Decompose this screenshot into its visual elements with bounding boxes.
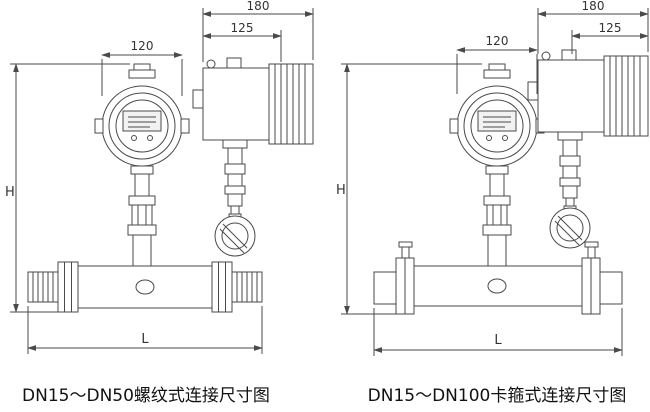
right-drawing: 120 180 125 H L DN15～DN100卡箍式连接尺寸 (336, 0, 649, 406)
left-caption: DN15～DN50螺纹式连接尺寸图 (22, 386, 270, 406)
dim-length (373, 308, 623, 356)
transmitter-unit (192, 57, 314, 257)
dim-unit-inner-width (571, 30, 649, 54)
threaded-pipe-assembly (27, 261, 263, 313)
dim-label-unit-width: 180 (582, 0, 605, 13)
dim-label-height: H (336, 183, 346, 198)
dim-label-height: H (5, 185, 15, 200)
dim-height (341, 63, 482, 315)
flowmeter-display-head (94, 63, 190, 267)
brand-logo-badge (487, 278, 507, 294)
dim-label-head-width: 120 (131, 39, 154, 53)
dim-unit-inner-width (202, 30, 282, 62)
dim-head-width (101, 52, 183, 96)
dim-label-unit-inner-width: 125 (599, 21, 622, 35)
dim-label-unit-inner-width: 125 (231, 21, 254, 35)
dim-height (10, 63, 130, 313)
dim-unit-width (202, 8, 314, 62)
dim-label-length: L (494, 333, 502, 348)
brand-logo-badge (135, 279, 155, 295)
left-drawing: 120 180 125 H L DN15～DN50螺纹式连接尺寸图 (5, 0, 314, 406)
dim-head-width (456, 47, 538, 94)
dim-label-head-width: 120 (486, 34, 509, 48)
dim-label-unit-width: 180 (247, 0, 270, 13)
clamp-pipe-assembly (373, 241, 623, 315)
dim-label-length: L (141, 332, 149, 347)
transmitter-unit (527, 49, 649, 249)
dim-unit-width (537, 8, 649, 54)
right-caption: DN15～DN100卡箍式连接尺寸图 (368, 386, 627, 406)
dim-length (27, 306, 263, 354)
